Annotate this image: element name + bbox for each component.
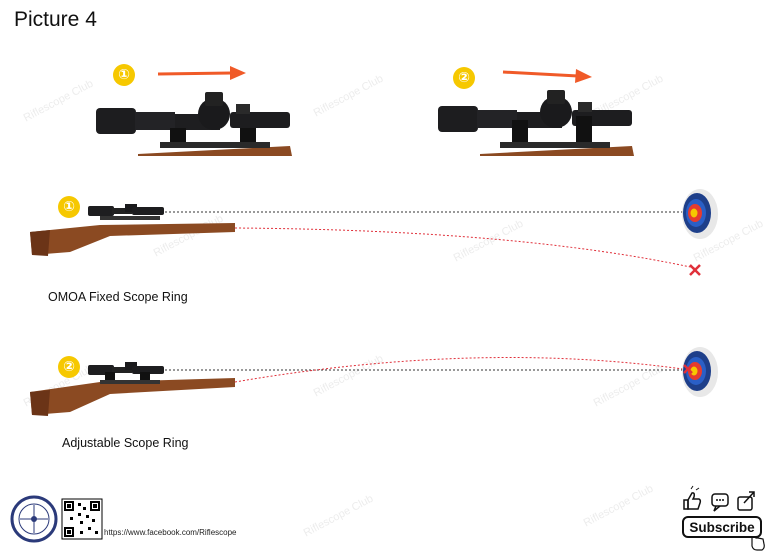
right-arrow-icon	[502, 69, 592, 83]
step-one-badge: ①	[58, 196, 80, 218]
adjustable-ring-label: Adjustable Scope Ring	[62, 436, 189, 450]
target-icon	[682, 347, 718, 397]
step-two-badge: ②	[453, 67, 475, 89]
miss-x-icon	[689, 264, 701, 276]
right-arrow-icon	[157, 66, 246, 80]
rifle-fixed-ring-image	[30, 204, 235, 256]
rifle-adjustable-ring-image	[30, 362, 235, 416]
comment-icon	[711, 493, 729, 512]
trajectory-line	[234, 227, 696, 269]
target-icon	[682, 189, 718, 239]
hit-x-icon	[683, 364, 693, 374]
fixed-ring-label: OMOA Fixed Scope Ring	[48, 290, 188, 304]
share-icon	[737, 491, 755, 511]
scope-fixed-ring-image	[96, 92, 292, 156]
scope-adjustable-ring-image	[438, 90, 634, 156]
page-title: Picture 4	[14, 8, 97, 31]
qr-code-icon	[61, 498, 103, 540]
subscribe-button[interactable]: Subscribe	[682, 516, 762, 538]
trajectory-line	[234, 357, 691, 383]
thumbs-up-icon	[683, 485, 702, 510]
step-one-badge: ①	[113, 64, 135, 86]
step-two-badge: ②	[58, 356, 80, 378]
logo-seal-icon	[10, 495, 58, 543]
facebook-link[interactable]: https://www.facebook.com/Riflescope	[104, 528, 237, 537]
